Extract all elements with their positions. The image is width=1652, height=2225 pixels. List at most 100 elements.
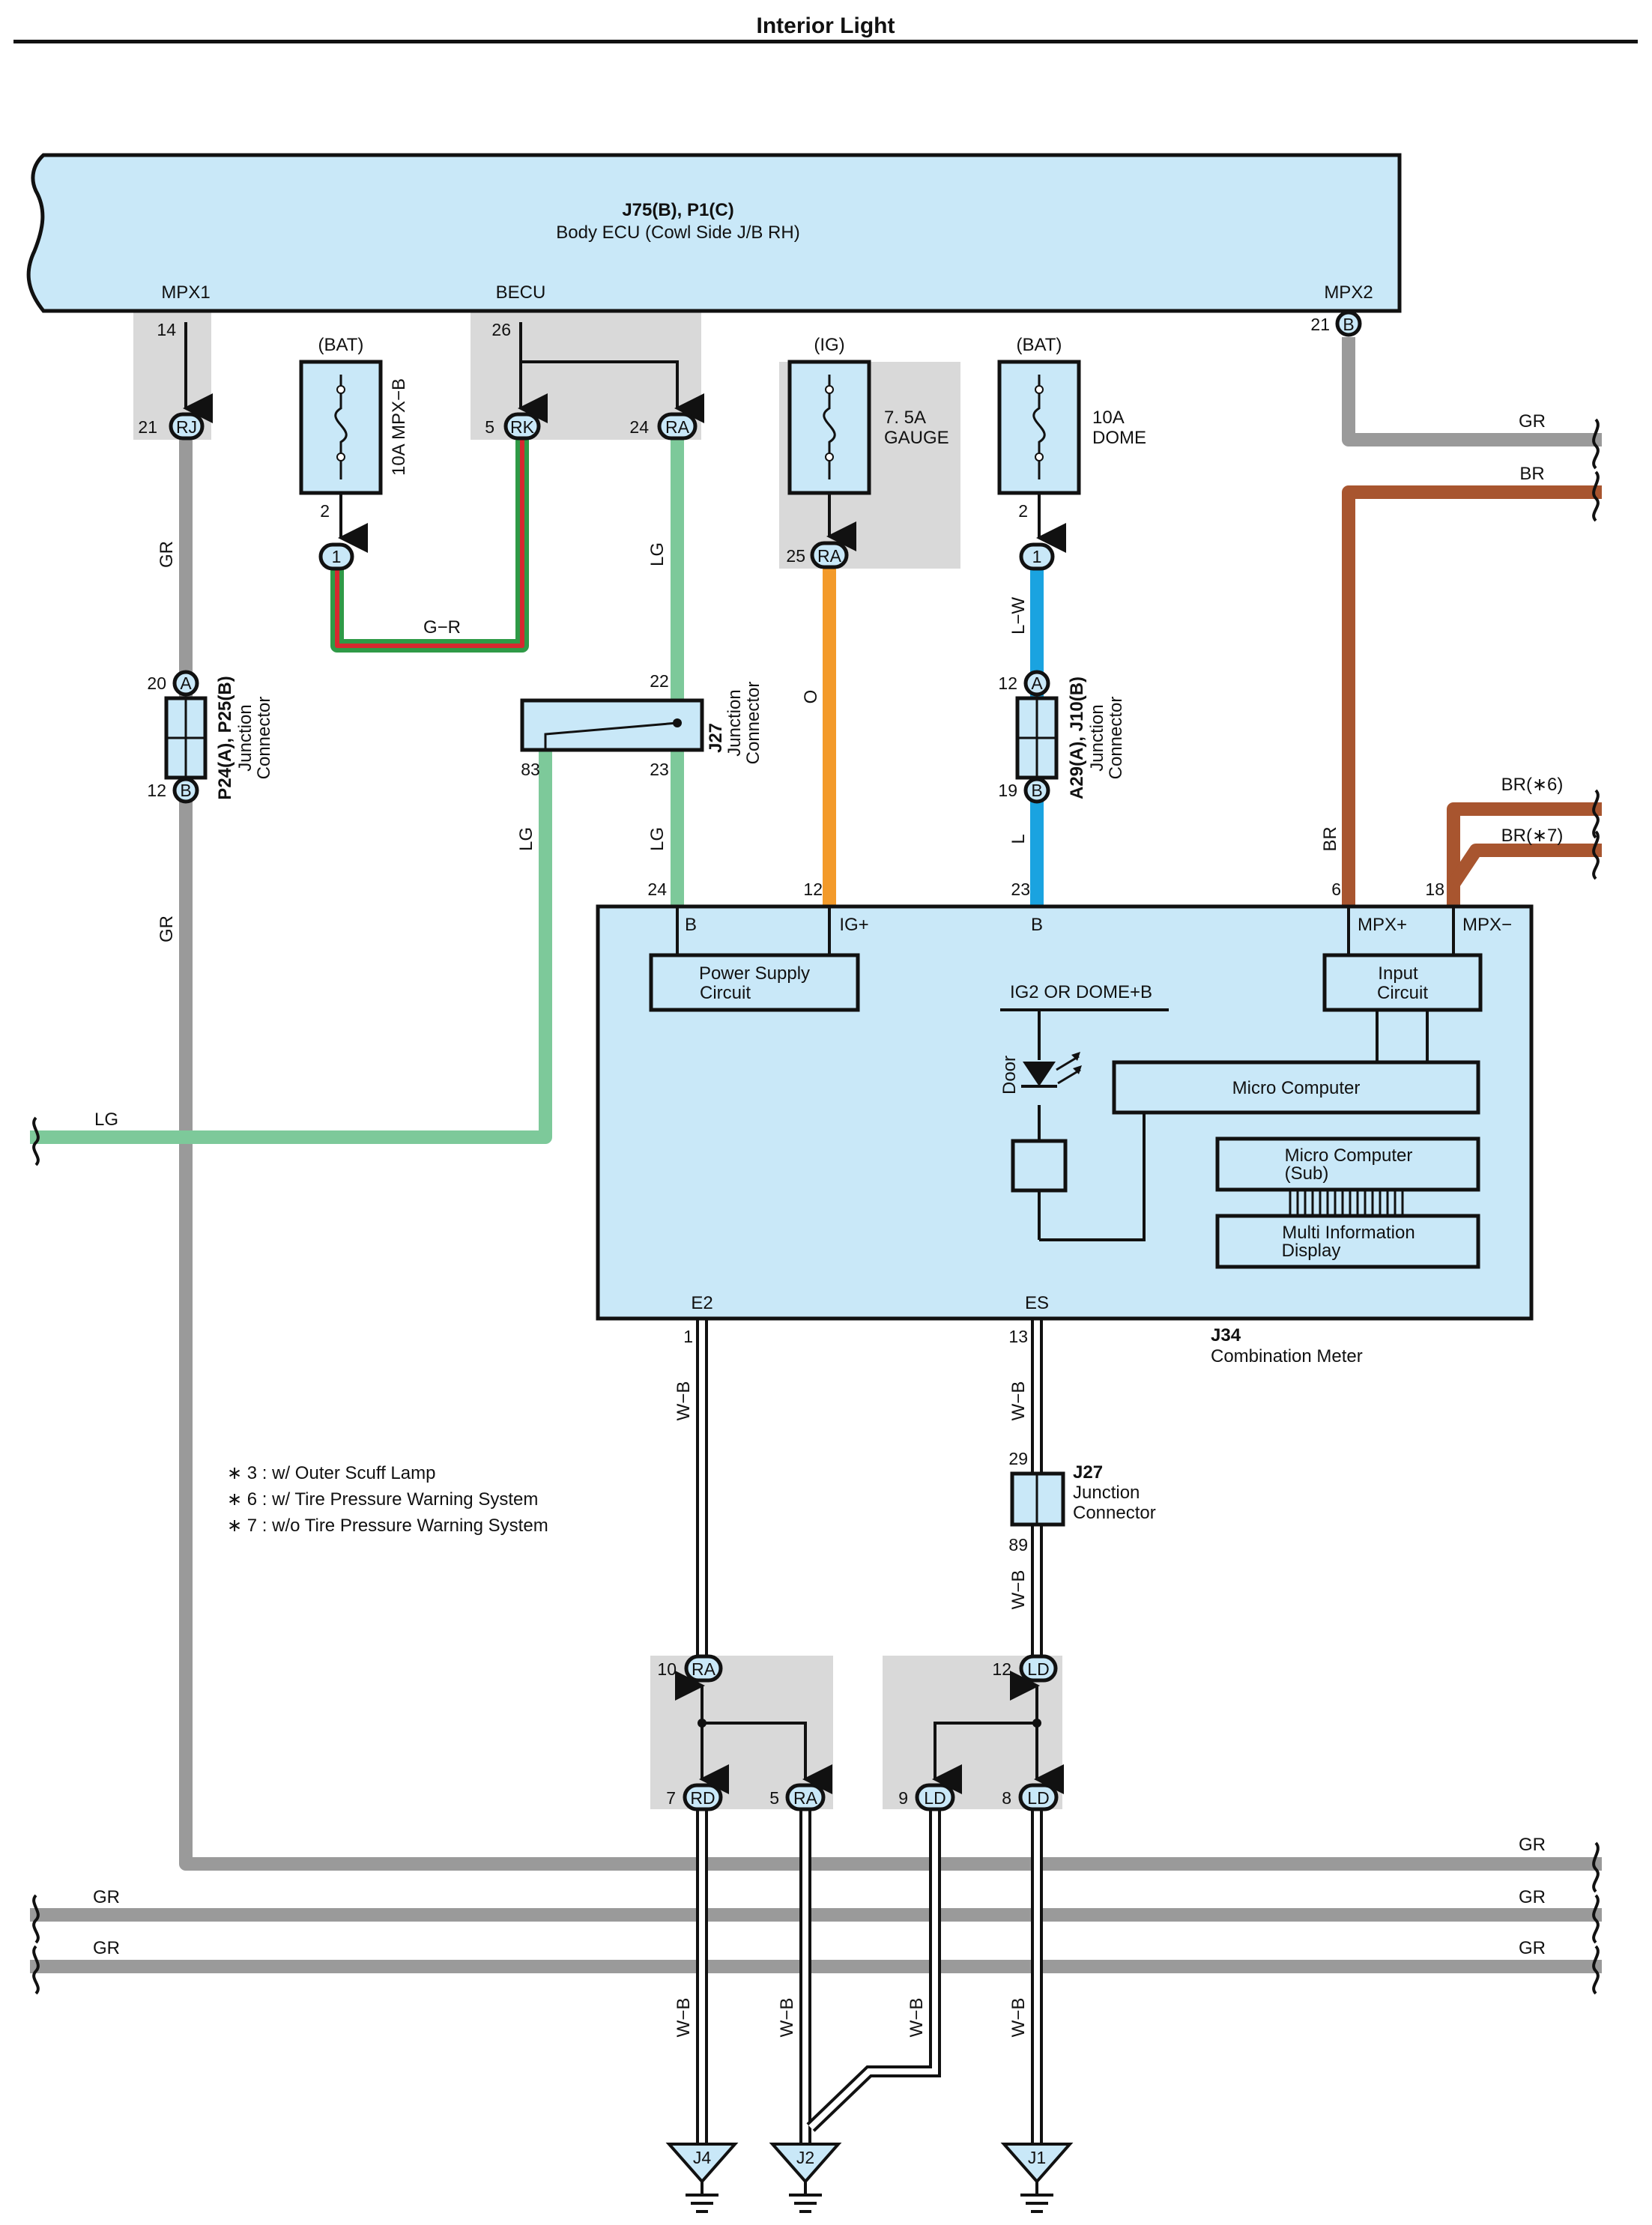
ra10-pin: 10 bbox=[657, 1659, 677, 1679]
wires bbox=[30, 337, 1602, 1973]
meter-term-b1: B bbox=[685, 915, 697, 935]
meter-term-mpx-plus: MPX+ bbox=[1358, 915, 1407, 935]
lg-wire-branch bbox=[30, 749, 552, 1144]
ground-j4-label: J4 bbox=[693, 2148, 712, 2167]
power-supply-2: Circuit bbox=[700, 983, 751, 1003]
wire-breaks bbox=[32, 418, 1600, 1995]
gr-label-h4: GR bbox=[93, 1887, 120, 1907]
micro-computer-sub-block bbox=[1215, 1136, 1480, 1192]
j27-top-pin-22: 22 bbox=[650, 671, 669, 691]
a29-pin-b: 19 bbox=[998, 781, 1017, 800]
a29-code-b: B bbox=[1031, 781, 1042, 800]
fuse-gauge-label-2: GAUGE bbox=[884, 428, 949, 448]
l-w-label: L−W bbox=[1008, 597, 1029, 635]
input-circuit-2: Circuit bbox=[1377, 983, 1428, 1003]
notes: ∗ 3 : w/ Outer Scuff Lamp ∗ 6 : w/ Tire … bbox=[227, 1463, 548, 1536]
ld12-code: LD bbox=[1027, 1659, 1049, 1679]
br7-label: BR(∗7) bbox=[1501, 826, 1564, 846]
lg-label-2: LG bbox=[647, 827, 668, 851]
mpx2-conn-code: B bbox=[1343, 315, 1354, 334]
meter-term-ig: IG+ bbox=[839, 915, 868, 935]
mpx2-pin: 21 bbox=[1310, 315, 1330, 334]
meter-term-e2: E2 bbox=[691, 1293, 712, 1313]
mid-display-1: Multi Information bbox=[1282, 1223, 1415, 1243]
a29-code-a: A bbox=[1031, 673, 1043, 693]
junction-p24: A 20 B 12 P24(A), P25(B) Junction Connec… bbox=[147, 673, 274, 800]
fuse-dome-conn: 1 bbox=[1032, 547, 1042, 566]
mid-display-block bbox=[1215, 1214, 1480, 1269]
a29-sub1: Junction bbox=[1087, 704, 1107, 771]
ld8-code: LD bbox=[1027, 1788, 1049, 1808]
input-circuit-block bbox=[1322, 953, 1483, 1012]
br7-wire bbox=[1447, 844, 1602, 888]
ld9-pin: 9 bbox=[898, 1788, 908, 1808]
j27-bottom-sub1: Junction bbox=[1073, 1483, 1140, 1503]
fuse-mpx-b-label: 10A MPX−B bbox=[389, 378, 409, 476]
gr-label-h2: GR bbox=[1519, 1887, 1546, 1907]
fuse-dome-label-2: DOME bbox=[1092, 428, 1146, 448]
j27-bottom-name: J27 bbox=[1073, 1462, 1103, 1483]
door-switch-block bbox=[1011, 1139, 1068, 1193]
ra-top-code: RA bbox=[665, 417, 690, 437]
gr-label-mpx2: GR bbox=[1519, 411, 1546, 432]
connector-ovals bbox=[169, 310, 1362, 1811]
meter-name: Combination Meter bbox=[1211, 1346, 1363, 1366]
p24-code-a: A bbox=[180, 673, 192, 693]
w-b-label-2: W−B bbox=[1008, 1381, 1029, 1421]
ground-j1-label: J1 bbox=[1028, 2148, 1046, 2167]
meter-pin-e2: 1 bbox=[683, 1327, 693, 1346]
fuse-mpx-b-conn: 1 bbox=[332, 547, 342, 566]
fuse-gauge: (IG) 7. 5A GAUGE 25 RA bbox=[786, 335, 948, 566]
micro-sub-2: (Sub) bbox=[1285, 1163, 1329, 1184]
j27-top-pin-83: 83 bbox=[521, 760, 540, 779]
br-label-1: BR bbox=[1320, 826, 1340, 851]
micro-sub-1: Micro Computer bbox=[1285, 1145, 1413, 1166]
meter-term-es: ES bbox=[1025, 1293, 1049, 1313]
fuse-dome-label-1: 10A bbox=[1092, 408, 1125, 428]
ground-j2-label: J2 bbox=[796, 2148, 814, 2167]
j27-bottom-sub2: Connector bbox=[1073, 1503, 1156, 1523]
mpx2-terminal: MPX2 bbox=[1324, 282, 1373, 303]
ra5-pin: 5 bbox=[769, 1788, 779, 1808]
g-r-label: G−R bbox=[423, 617, 461, 638]
rd7-pin: 7 bbox=[666, 1788, 676, 1808]
meter-pin-mpx-minus: 18 bbox=[1425, 880, 1444, 899]
micro-computer-block bbox=[1112, 1060, 1480, 1115]
a29-name: A29(A), J10(B) bbox=[1067, 676, 1087, 799]
meter-pin-b1: 24 bbox=[647, 880, 667, 899]
w-b-label-7: W−B bbox=[1008, 1998, 1029, 2038]
becu-terminal: BECU bbox=[496, 282, 546, 303]
meter-pin-mpx-plus: 6 bbox=[1331, 880, 1341, 899]
ground-j4: J4 bbox=[665, 2143, 739, 2213]
lg-label-4: LG bbox=[94, 1110, 118, 1130]
ra5-code: RA bbox=[793, 1788, 818, 1808]
fuse-dome: (BAT) 10A DOME 2 1 bbox=[997, 335, 1146, 566]
becu-pin: 26 bbox=[491, 320, 511, 339]
meter-term-b2: B bbox=[1031, 915, 1043, 935]
splice-dot-2 bbox=[1032, 1719, 1041, 1728]
p24-name: P24(A), P25(B) bbox=[215, 676, 235, 799]
title-rule bbox=[13, 40, 1638, 43]
j27-top-name: J27 bbox=[706, 723, 726, 753]
body-ecu-name: Body ECU (Cowl Side J/B RH) bbox=[556, 222, 799, 243]
j27-bottom-pin-29: 29 bbox=[1008, 1449, 1028, 1468]
j27-top-pin-23: 23 bbox=[650, 760, 669, 779]
w-b-label-3: W−B bbox=[1008, 1570, 1029, 1610]
splice-dot-1 bbox=[698, 1719, 707, 1728]
wire-labels: GR GR G−R LG LG LG LG O L−W L BR BR GR B… bbox=[93, 411, 1563, 2037]
p24-sub1: Junction bbox=[235, 704, 255, 771]
fuse-mpx-b-pin: 2 bbox=[320, 501, 330, 521]
br-label-2: BR bbox=[1519, 464, 1544, 484]
ecu-leads bbox=[183, 311, 1350, 423]
note-7: ∗ 7 : w/o Tire Pressure Warning System bbox=[227, 1516, 548, 1536]
mid-display-2: Display bbox=[1282, 1241, 1341, 1261]
ground-j2: J2 bbox=[769, 2143, 842, 2213]
meter-ref: J34 bbox=[1211, 1325, 1241, 1345]
combination-meter: 24 12 23 6 18 B IG+ B MPX+ MPX− Power Su… bbox=[596, 880, 1534, 1366]
w-b-label-4: W−B bbox=[674, 1998, 694, 2038]
power-supply-1: Power Supply bbox=[699, 963, 810, 984]
fuse-gauge-pin: 25 bbox=[786, 546, 805, 566]
ld12-pin: 12 bbox=[992, 1659, 1011, 1679]
l-label: L bbox=[1008, 834, 1029, 844]
ground-j1: J1 bbox=[1000, 2143, 1074, 2213]
